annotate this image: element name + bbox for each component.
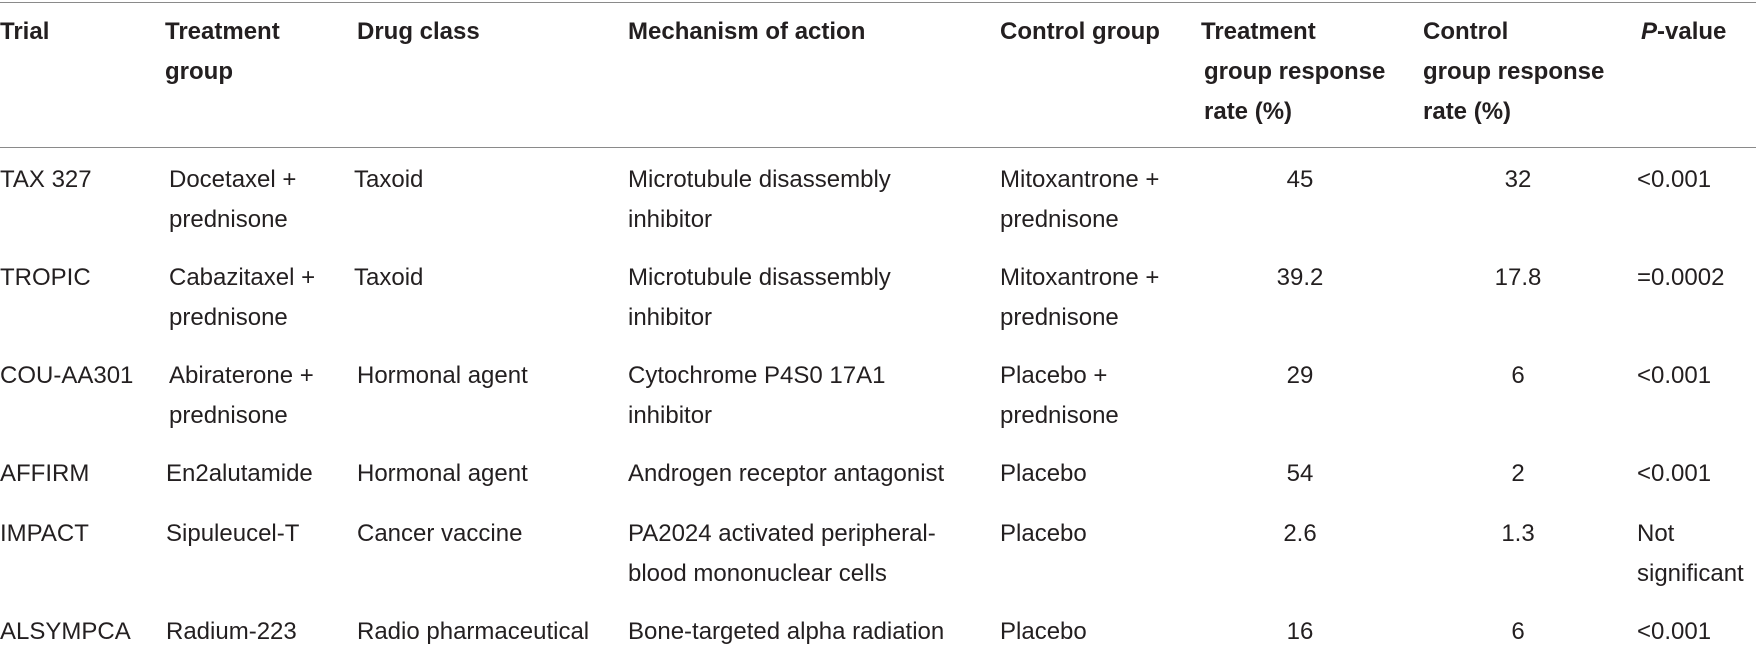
- row-2-p-value: =0.0002: [1637, 264, 1725, 291]
- row-1-mechanism-line1: Microtubule disassembly: [628, 166, 891, 193]
- row-6-treatment-line1: Radium-223: [166, 618, 297, 645]
- row-5-drug-class: Cancer vaccine: [357, 520, 523, 547]
- row-6-mechanism-line1: Bone-targeted alpha radiation: [628, 618, 945, 645]
- row-2-control-line2: prednisone: [1000, 304, 1119, 331]
- header-p-value-rest: -value: [1657, 18, 1727, 45]
- row-2-control-rate: 17.8: [1494, 264, 1542, 291]
- row-6-p-value: <0.001: [1637, 618, 1712, 645]
- row-2-mechanism-line1: Microtubule disassembly: [628, 264, 891, 291]
- header-bottom-rule: [0, 147, 1756, 148]
- row-5-trial: IMPACT: [0, 520, 89, 547]
- row-5-control-rate: 1.3: [1501, 520, 1535, 547]
- header-p-value-italic: P: [1641, 18, 1658, 45]
- row-3-drug-class: Hormonal agent: [357, 362, 528, 389]
- row-4-trial: AFFIRM: [0, 460, 90, 487]
- row-3-treatment-line1: Abiraterone +: [169, 362, 314, 389]
- header-p-value: P-value: [1641, 12, 1726, 52]
- row-5-mechanism-line2: blood mononuclear cells: [628, 560, 887, 587]
- row-2-treatment-rate: 39.2: [1276, 264, 1324, 291]
- row-3-treatment-rate: 29: [1286, 362, 1314, 389]
- row-4-p-value: <0.001: [1637, 460, 1712, 487]
- header-control-rate-line2: group response: [1423, 58, 1605, 85]
- row-4-treatment-rate: 54: [1286, 460, 1314, 487]
- row-1-mechanism-line2: inhibitor: [628, 206, 713, 233]
- row-4-control-rate: 2: [1511, 460, 1525, 487]
- row-6-treatment-rate: 16: [1286, 618, 1314, 645]
- row-4-treatment-line1: En2alutamide: [166, 460, 313, 487]
- row-1-control-line2: prednisone: [1000, 206, 1119, 233]
- table-top-rule: [0, 2, 1756, 3]
- row-2-mechanism-line2: inhibitor: [628, 304, 713, 331]
- row-6-control-rate: 6: [1511, 618, 1525, 645]
- row-1-treatment-line1: Docetaxel +: [169, 166, 297, 193]
- row-6-control-line1: Placebo: [1000, 618, 1087, 645]
- row-5-p-value-line2: significant: [1637, 560, 1744, 587]
- row-1-treatment-rate: 45: [1286, 166, 1314, 193]
- row-5-mechanism-line1: PA2024 activated peripheral-: [628, 520, 936, 547]
- row-3-p-value: <0.001: [1637, 362, 1712, 389]
- header-treatment-rate-line1: Treatment: [1201, 18, 1316, 45]
- row-5-treatment-rate: 2.6: [1283, 520, 1317, 547]
- row-3-treatment-line2: prednisone: [169, 402, 288, 429]
- row-3-mechanism-line1: Cytochrome P4S0 17A1: [628, 362, 886, 389]
- row-3-control-rate: 6: [1511, 362, 1525, 389]
- header-treatment-rate-line2: group response: [1204, 58, 1386, 85]
- header-treatment-group-line2: group: [165, 58, 233, 85]
- row-4-mechanism-line1: Androgen receptor antagonist: [628, 460, 945, 487]
- header-mechanism: Mechanism of action: [628, 18, 866, 45]
- row-1-control-line1: Mitoxantrone +: [1000, 166, 1160, 193]
- header-drug-class: Drug class: [357, 18, 480, 45]
- row-1-drug-class: Taxoid: [354, 166, 424, 193]
- header-treatment-group-line1: Treatment: [165, 18, 280, 45]
- header-trial: Trial: [0, 18, 50, 45]
- row-3-trial: COU-AA301: [0, 362, 134, 389]
- header-treatment-rate-line3: rate (%): [1204, 98, 1293, 125]
- row-2-trial: TROPIC: [0, 264, 91, 291]
- row-3-control-line2: prednisone: [1000, 402, 1119, 429]
- header-control-group: Control group: [1000, 18, 1160, 45]
- row-6-drug-class: Radio pharmaceutical: [357, 618, 590, 645]
- row-5-treatment-line1: Sipuleucel-T: [166, 520, 300, 547]
- row-2-treatment-line2: prednisone: [169, 304, 288, 331]
- header-control-rate-line3: rate (%): [1423, 98, 1512, 125]
- row-2-control-line1: Mitoxantrone +: [1000, 264, 1160, 291]
- row-1-p-value: <0.001: [1637, 166, 1712, 193]
- row-2-treatment-line1: Cabazitaxel +: [169, 264, 316, 291]
- row-6-trial: ALSYMPCA: [0, 618, 131, 645]
- row-3-control-line1: Placebo +: [1000, 362, 1108, 389]
- header-control-rate-line1: Control: [1423, 18, 1509, 45]
- row-1-control-rate: 32: [1504, 166, 1532, 193]
- row-1-treatment-line2: prednisone: [169, 206, 288, 233]
- row-3-mechanism-line2: inhibitor: [628, 402, 713, 429]
- row-4-drug-class: Hormonal agent: [357, 460, 528, 487]
- row-1-trial: TAX 327: [0, 166, 92, 193]
- row-4-control-line1: Placebo: [1000, 460, 1087, 487]
- row-5-p-value-line1: Not: [1637, 520, 1675, 547]
- row-2-drug-class: Taxoid: [354, 264, 424, 291]
- row-5-control-line1: Placebo: [1000, 520, 1087, 547]
